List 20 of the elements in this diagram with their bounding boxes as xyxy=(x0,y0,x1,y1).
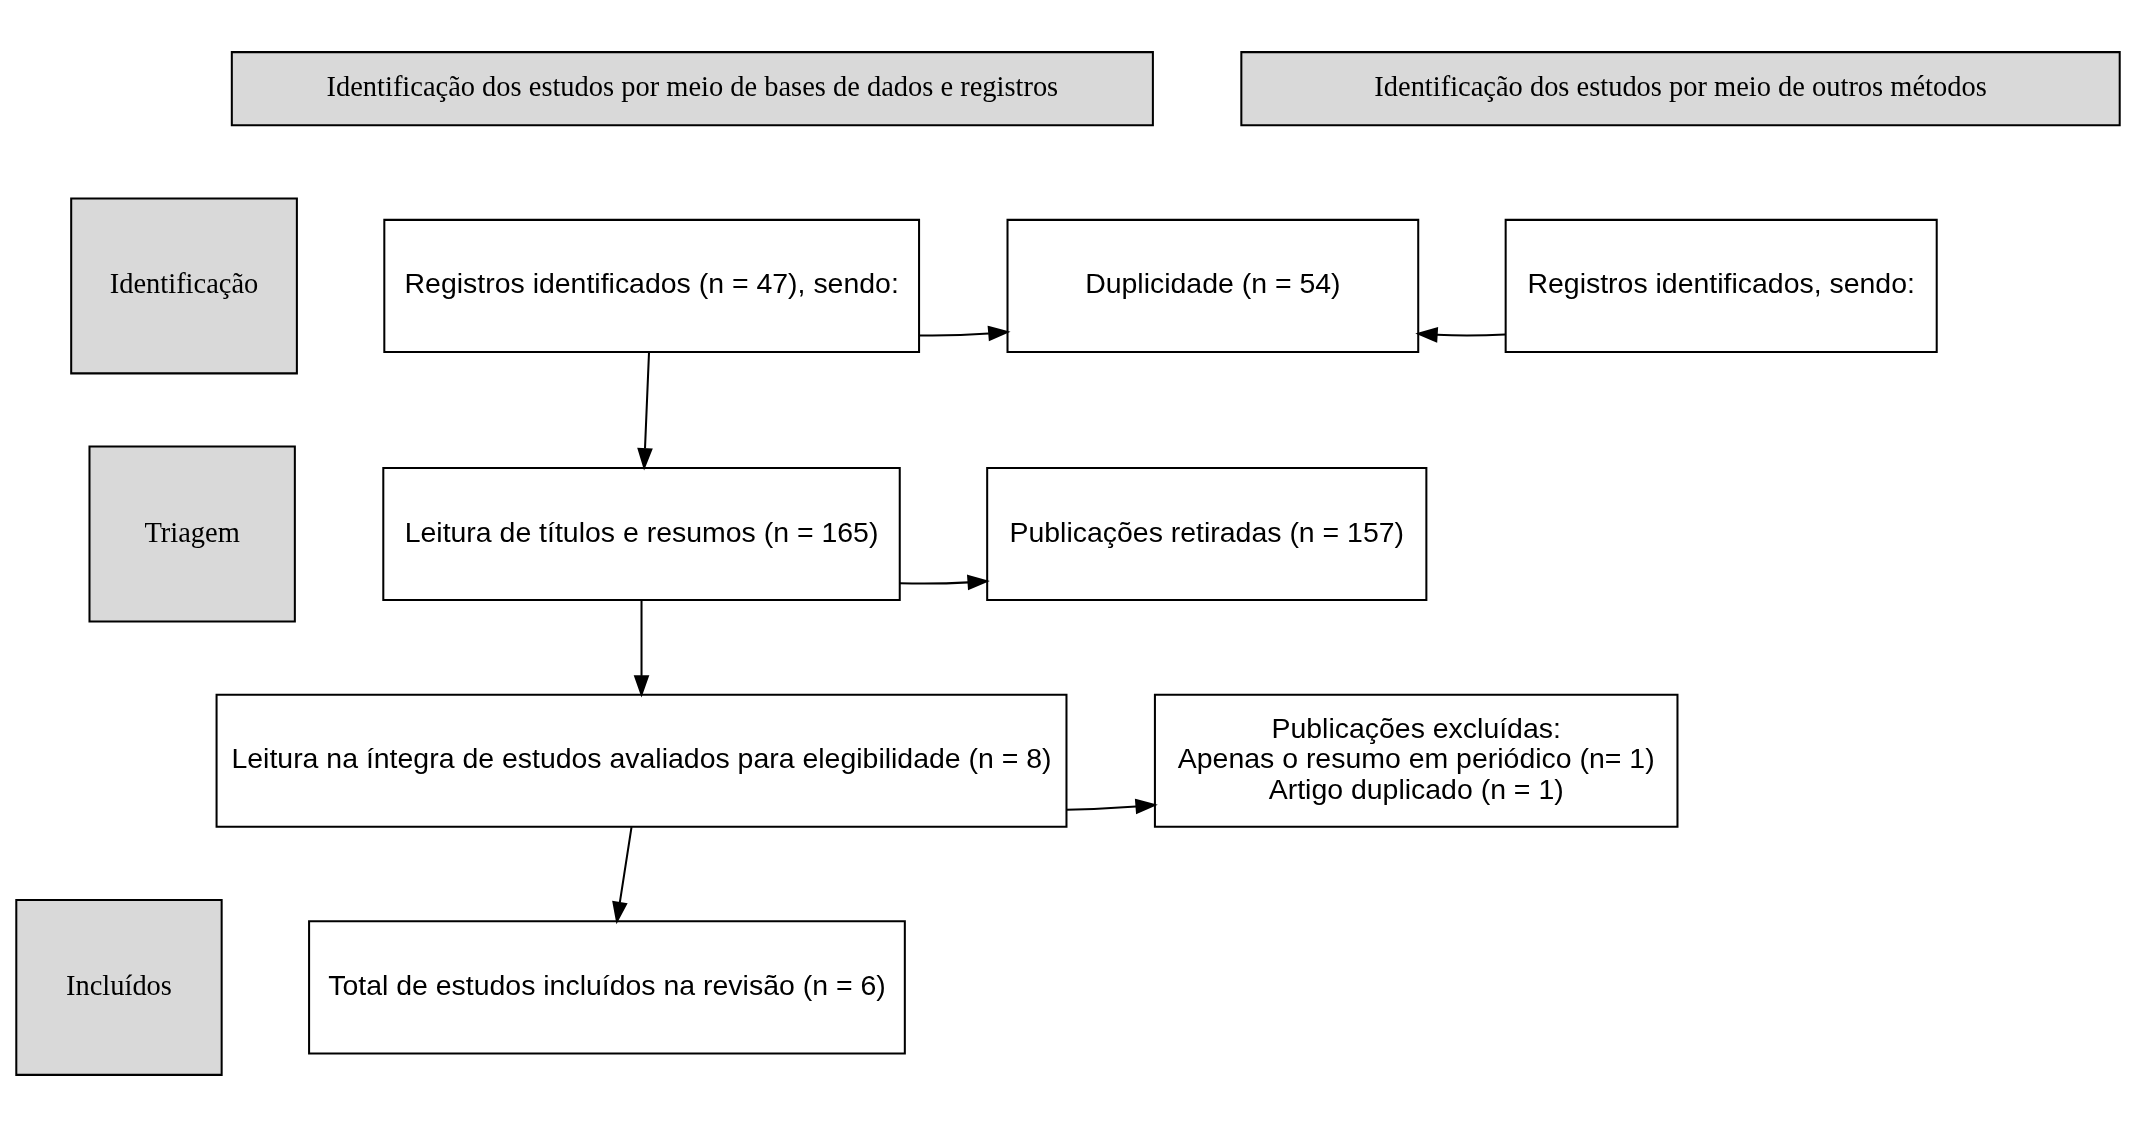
node-box: Duplicidade (n = 54) xyxy=(1006,218,1420,354)
node-box: Leitura na íntegra de estudos avaliados para elegibilidade (n = 8) xyxy=(215,693,1068,828)
node-box: Leitura de títulos e resumos (n = 165) xyxy=(382,466,901,602)
node-box: Registros identificados, sendo: xyxy=(1504,218,1938,354)
node-box: Registros identificados (n = 47), sendo: xyxy=(383,218,921,354)
node-box: Triagem xyxy=(88,445,296,623)
arrow xyxy=(637,352,653,471)
arrow xyxy=(919,325,1011,342)
node-box: Publicações retiradas (n = 157) xyxy=(986,466,1428,602)
node-box: Identificação xyxy=(70,197,298,375)
node-box: Publicações excluídas: Apenas o resumo em periódico (n= 1) Artigo duplicado (n = 1) xyxy=(1153,693,1679,828)
node-box: Incluídos xyxy=(15,899,223,1076)
node-box: Identificação dos estudos por meio de bases de dados e registros xyxy=(230,51,1154,127)
arrow xyxy=(899,574,990,591)
node-box: Total de estudos incluídos na revisão (n = 6) xyxy=(308,920,906,1055)
node-box: Identificação dos estudos por meio de outros métodos xyxy=(1240,51,2121,127)
arrow xyxy=(612,827,633,925)
arrow xyxy=(1415,327,1506,343)
arrow xyxy=(633,600,650,698)
arrow xyxy=(1066,798,1158,815)
